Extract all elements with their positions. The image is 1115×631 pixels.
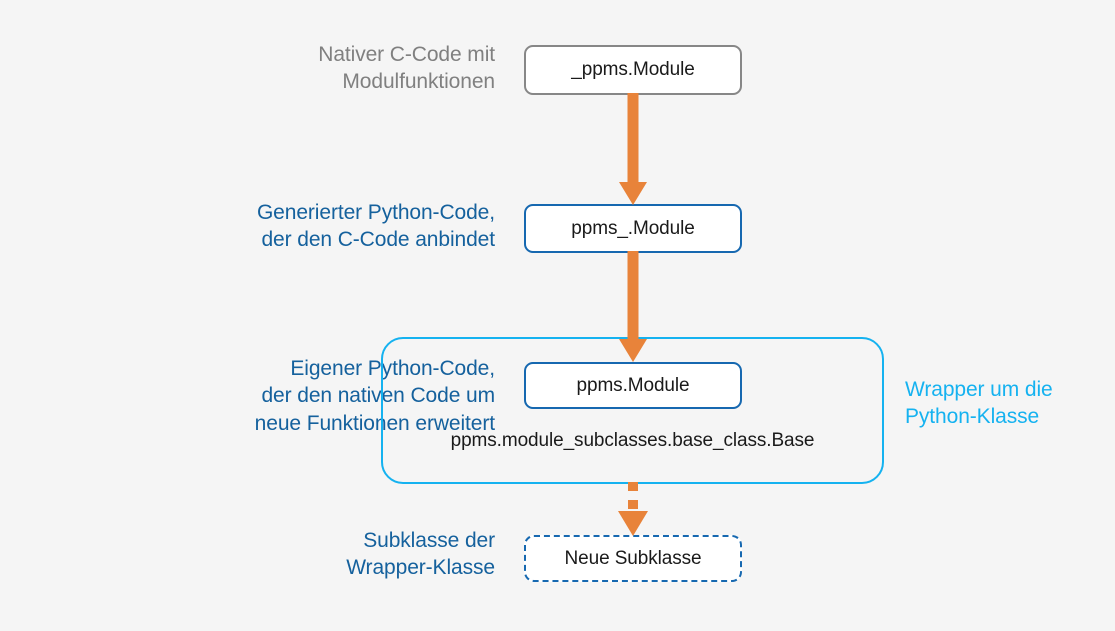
label-native-c-code: Nativer C-Code mit Modulfunktionen	[318, 43, 495, 94]
label-generated-python-code: Generierter Python-Code, der den C-Code …	[256, 201, 495, 252]
node-generated-module[interactable]: ppms_.Module	[524, 204, 742, 253]
node-new-subclass[interactable]: Neue Subklasse	[524, 535, 742, 582]
node-base-class-path: ppms.module_subclasses.base_class.Base	[450, 430, 815, 451]
arrow-wrapper-to-subclass-icon	[618, 482, 648, 536]
node-native-module[interactable]: _ppms.Module	[524, 45, 742, 95]
label-subclass-of-wrapper: Subklasse der Wrapper-Klasse	[346, 529, 495, 580]
label-wrapper-around-python-class: Wrapper um die Python-Klasse	[905, 378, 1053, 429]
node-wrapper-module[interactable]: ppms.Module	[524, 362, 742, 409]
arrow-generated-to-wrapper-icon	[619, 251, 647, 362]
label-own-python-code: Eigener Python-Code, der den nativen Cod…	[254, 357, 495, 435]
arrow-native-to-generated-icon	[619, 93, 647, 205]
